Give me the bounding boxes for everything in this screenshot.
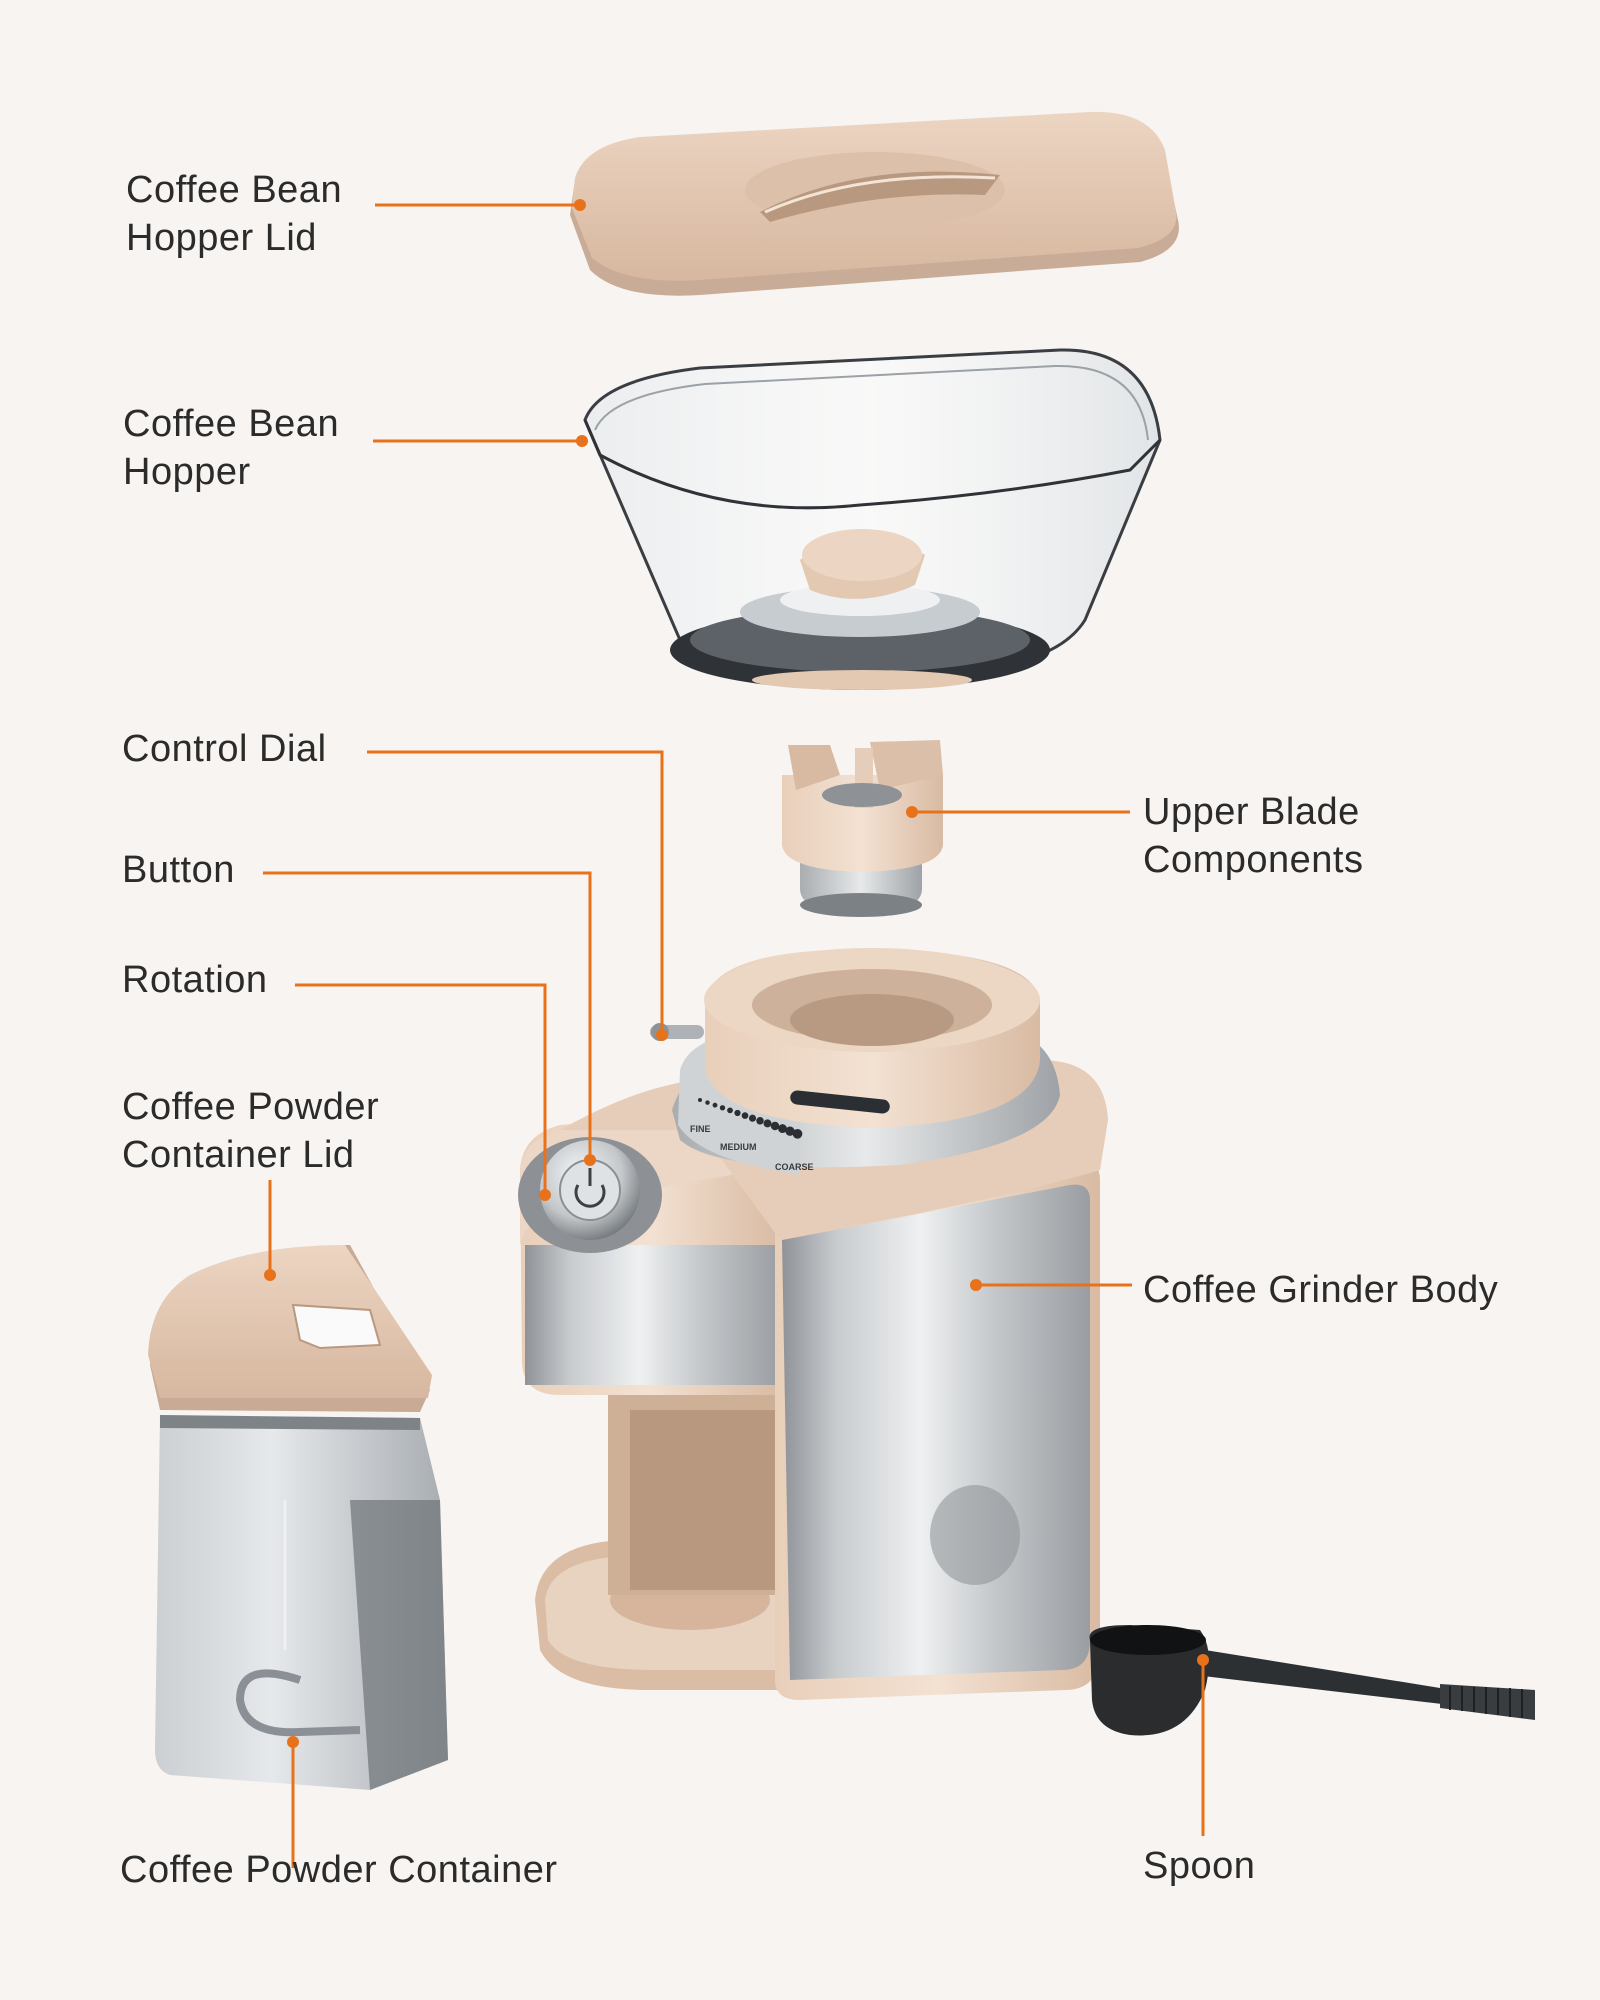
anchor-dot bbox=[1197, 1654, 1209, 1666]
anchor-dot bbox=[264, 1269, 276, 1281]
leader-button bbox=[263, 871, 592, 1160]
anchor-dot bbox=[584, 1154, 596, 1166]
label-powder-lid: Coffee Powder Container Lid bbox=[122, 1086, 380, 1176]
label-upper-blade: Upper Blade Components bbox=[1143, 791, 1364, 881]
anchor-dot bbox=[970, 1279, 982, 1291]
callout-leader-lines bbox=[263, 203, 1205, 1868]
dial-scale-dot bbox=[763, 1119, 772, 1128]
dial-scale-dot bbox=[698, 1098, 702, 1102]
anchor-dot bbox=[656, 1029, 668, 1041]
upper-blade-components bbox=[782, 740, 943, 917]
scale-label-medium: MEDIUM bbox=[720, 1142, 757, 1152]
dial-scale-dot bbox=[719, 1105, 726, 1111]
dial-scale-dot bbox=[741, 1112, 749, 1119]
label-hopper: Coffee Bean Hopper bbox=[123, 403, 340, 493]
label-powder-container: Coffee Powder Container bbox=[120, 1849, 558, 1891]
powder-container bbox=[155, 1415, 448, 1790]
powder-container-lid bbox=[148, 1245, 432, 1412]
dial-scale-dot bbox=[712, 1102, 718, 1108]
dial-scale-dot bbox=[734, 1109, 741, 1117]
dial-scale-dot bbox=[705, 1100, 710, 1105]
anchor-dot bbox=[539, 1189, 551, 1201]
anchor-dot bbox=[287, 1736, 299, 1748]
power-icon bbox=[574, 1184, 606, 1208]
callout-anchor-dots bbox=[264, 199, 1209, 1748]
label-button: Button bbox=[122, 849, 235, 891]
dial-scale-dot bbox=[778, 1124, 787, 1134]
label-control-dial: Control Dial bbox=[122, 728, 327, 770]
scale-label-fine: FINE bbox=[690, 1124, 711, 1134]
dial-scale-dot bbox=[792, 1128, 803, 1139]
dial-scale-dot bbox=[785, 1126, 795, 1136]
label-rotation: Rotation bbox=[122, 959, 268, 1001]
dial-scale-dot bbox=[727, 1107, 733, 1114]
dial-scale-dot bbox=[748, 1114, 757, 1122]
label-spoon: Spoon bbox=[1143, 1845, 1256, 1887]
hopper bbox=[583, 348, 1162, 690]
dial-scale-dot bbox=[756, 1117, 764, 1125]
anchor-dot bbox=[574, 199, 586, 211]
anchor-dot bbox=[576, 435, 588, 447]
anchor-dot bbox=[906, 806, 918, 818]
label-grinder-body: Coffee Grinder Body bbox=[1143, 1269, 1499, 1311]
leader-rotation bbox=[295, 983, 547, 1195]
leader-control-dial bbox=[367, 750, 664, 1035]
spoon bbox=[1089, 1625, 1535, 1736]
dial-scale-dot bbox=[770, 1121, 780, 1131]
label-hopper-lid: Coffee Bean Hopper Lid bbox=[126, 169, 343, 259]
scale-label-coarse: COARSE bbox=[775, 1162, 814, 1172]
hopper-lid bbox=[570, 111, 1179, 296]
grinder-body: FINE MEDIUM COARSE bbox=[518, 948, 1108, 1700]
